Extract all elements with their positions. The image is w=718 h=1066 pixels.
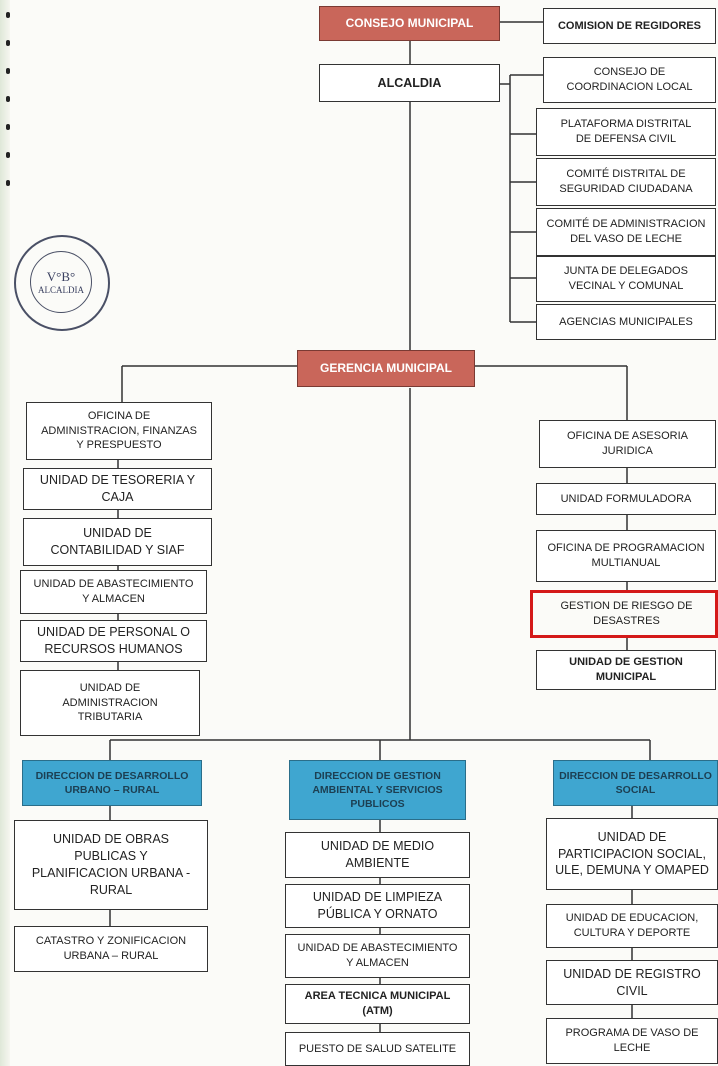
educacion-node: UNIDAD DE EDUCACION, CULTURA Y DEPORTE xyxy=(546,904,718,948)
binding-hole xyxy=(6,12,10,18)
abastecimiento-node: UNIDAD DE ABASTECIMIENTO Y ALMACEN xyxy=(20,570,207,614)
catastro-node: CATASTRO Y ZONIFICACION URBANA – RURAL xyxy=(14,926,208,972)
area-tecnica-node: AREA TECNICA MUNICIPAL (ATM) xyxy=(285,984,470,1024)
binding-hole xyxy=(6,68,10,74)
consejo-coordinacion-node: CONSEJO DE COORDINACION LOCAL xyxy=(543,57,716,103)
junta-delegados-node: JUNTA DE DELEGADOS VECINAL Y COMUNAL xyxy=(536,256,716,302)
obras-publicas-node: UNIDAD DE OBRAS PUBLICAS Y PLANIFICACION… xyxy=(14,820,208,910)
seal-vb-text: V°B° xyxy=(46,269,76,284)
binding-hole xyxy=(6,152,10,158)
personal-node: UNIDAD DE PERSONAL O RECURSOS HUMANOS xyxy=(20,620,207,662)
oficina-administracion-node: OFICINA DE ADMINISTRACION, FINANZAS Y PR… xyxy=(26,402,212,460)
direccion-ambiental-node: DIRECCION DE GESTION AMBIENTAL Y SERVICI… xyxy=(289,760,466,820)
plataforma-defensa-node: PLATAFORMA DISTRITAL DE DEFENSA CIVIL xyxy=(536,108,716,156)
highlight-box xyxy=(530,590,718,638)
binding-hole xyxy=(6,180,10,186)
direccion-urbano-node: DIRECCION DE DESARROLLO URBANO – RURAL xyxy=(22,760,202,806)
seal-alcaldia-text: ALCALDIA xyxy=(38,285,84,295)
binding-hole xyxy=(6,96,10,102)
binding-hole xyxy=(6,124,10,130)
agencias-node: AGENCIAS MUNICIPALES xyxy=(536,304,716,340)
asesoria-juridica-node: OFICINA DE ASESORIA JURIDICA xyxy=(539,420,716,468)
registro-civil-node: UNIDAD DE REGISTRO CIVIL xyxy=(546,960,718,1005)
comision-regidores-node: COMISION DE REGIDORES xyxy=(543,8,716,44)
direccion-social-node: DIRECCION DE DESARROLLO SOCIAL xyxy=(553,760,718,806)
puesto-salud-node: PUESTO DE SALUD SATELITE xyxy=(285,1032,470,1066)
alcaldia-node: ALCALDIA xyxy=(319,64,500,102)
consejo-municipal-node: CONSEJO MUNICIPAL xyxy=(319,6,500,41)
gestion-riesgo-node: GESTION DE RIESGO DE DESASTRES xyxy=(560,600,693,627)
comite-vaso-node: COMITÉ DE ADMINISTRACION DEL VASO DE LEC… xyxy=(536,208,716,256)
tesoreria-node: UNIDAD DE TESORERIA Y CAJA xyxy=(23,468,212,510)
unidad-formuladora-node: UNIDAD FORMULADORA xyxy=(536,483,716,515)
tributaria-node: UNIDAD DE ADMINISTRACION TRIBUTARIA xyxy=(20,670,200,736)
alcaldia-seal: V°B° ALCALDIA xyxy=(14,235,110,331)
binding-hole xyxy=(6,40,10,46)
medio-ambiente-node: UNIDAD DE MEDIO AMBIENTE xyxy=(285,832,470,878)
vaso-leche-node: PROGRAMA DE VASO DE LECHE xyxy=(546,1018,718,1064)
programacion-multianual-node: OFICINA DE PROGRAMACION MULTIANUAL xyxy=(536,530,716,582)
contabilidad-node: UNIDAD DE CONTABILIDAD Y SIAF xyxy=(23,518,212,566)
gestion-municipal-node: UNIDAD DE GESTION MUNICIPAL xyxy=(536,650,716,690)
participacion-social-node: UNIDAD DE PARTICIPACION SOCIAL, ULE, DEM… xyxy=(546,818,718,890)
limpieza-publica-node: UNIDAD DE LIMPIEZA PÚBLICA Y ORNATO xyxy=(285,884,470,928)
abastecimiento-ambiental-node: UNIDAD DE ABASTECIMIENTO Y ALMACEN xyxy=(285,934,470,978)
gerencia-municipal-node: GERENCIA MUNICIPAL xyxy=(297,350,475,387)
comite-seguridad-node: COMITÉ DISTRITAL DE SEGURIDAD CIUDADANA xyxy=(536,158,716,206)
page-edge xyxy=(0,0,10,1066)
